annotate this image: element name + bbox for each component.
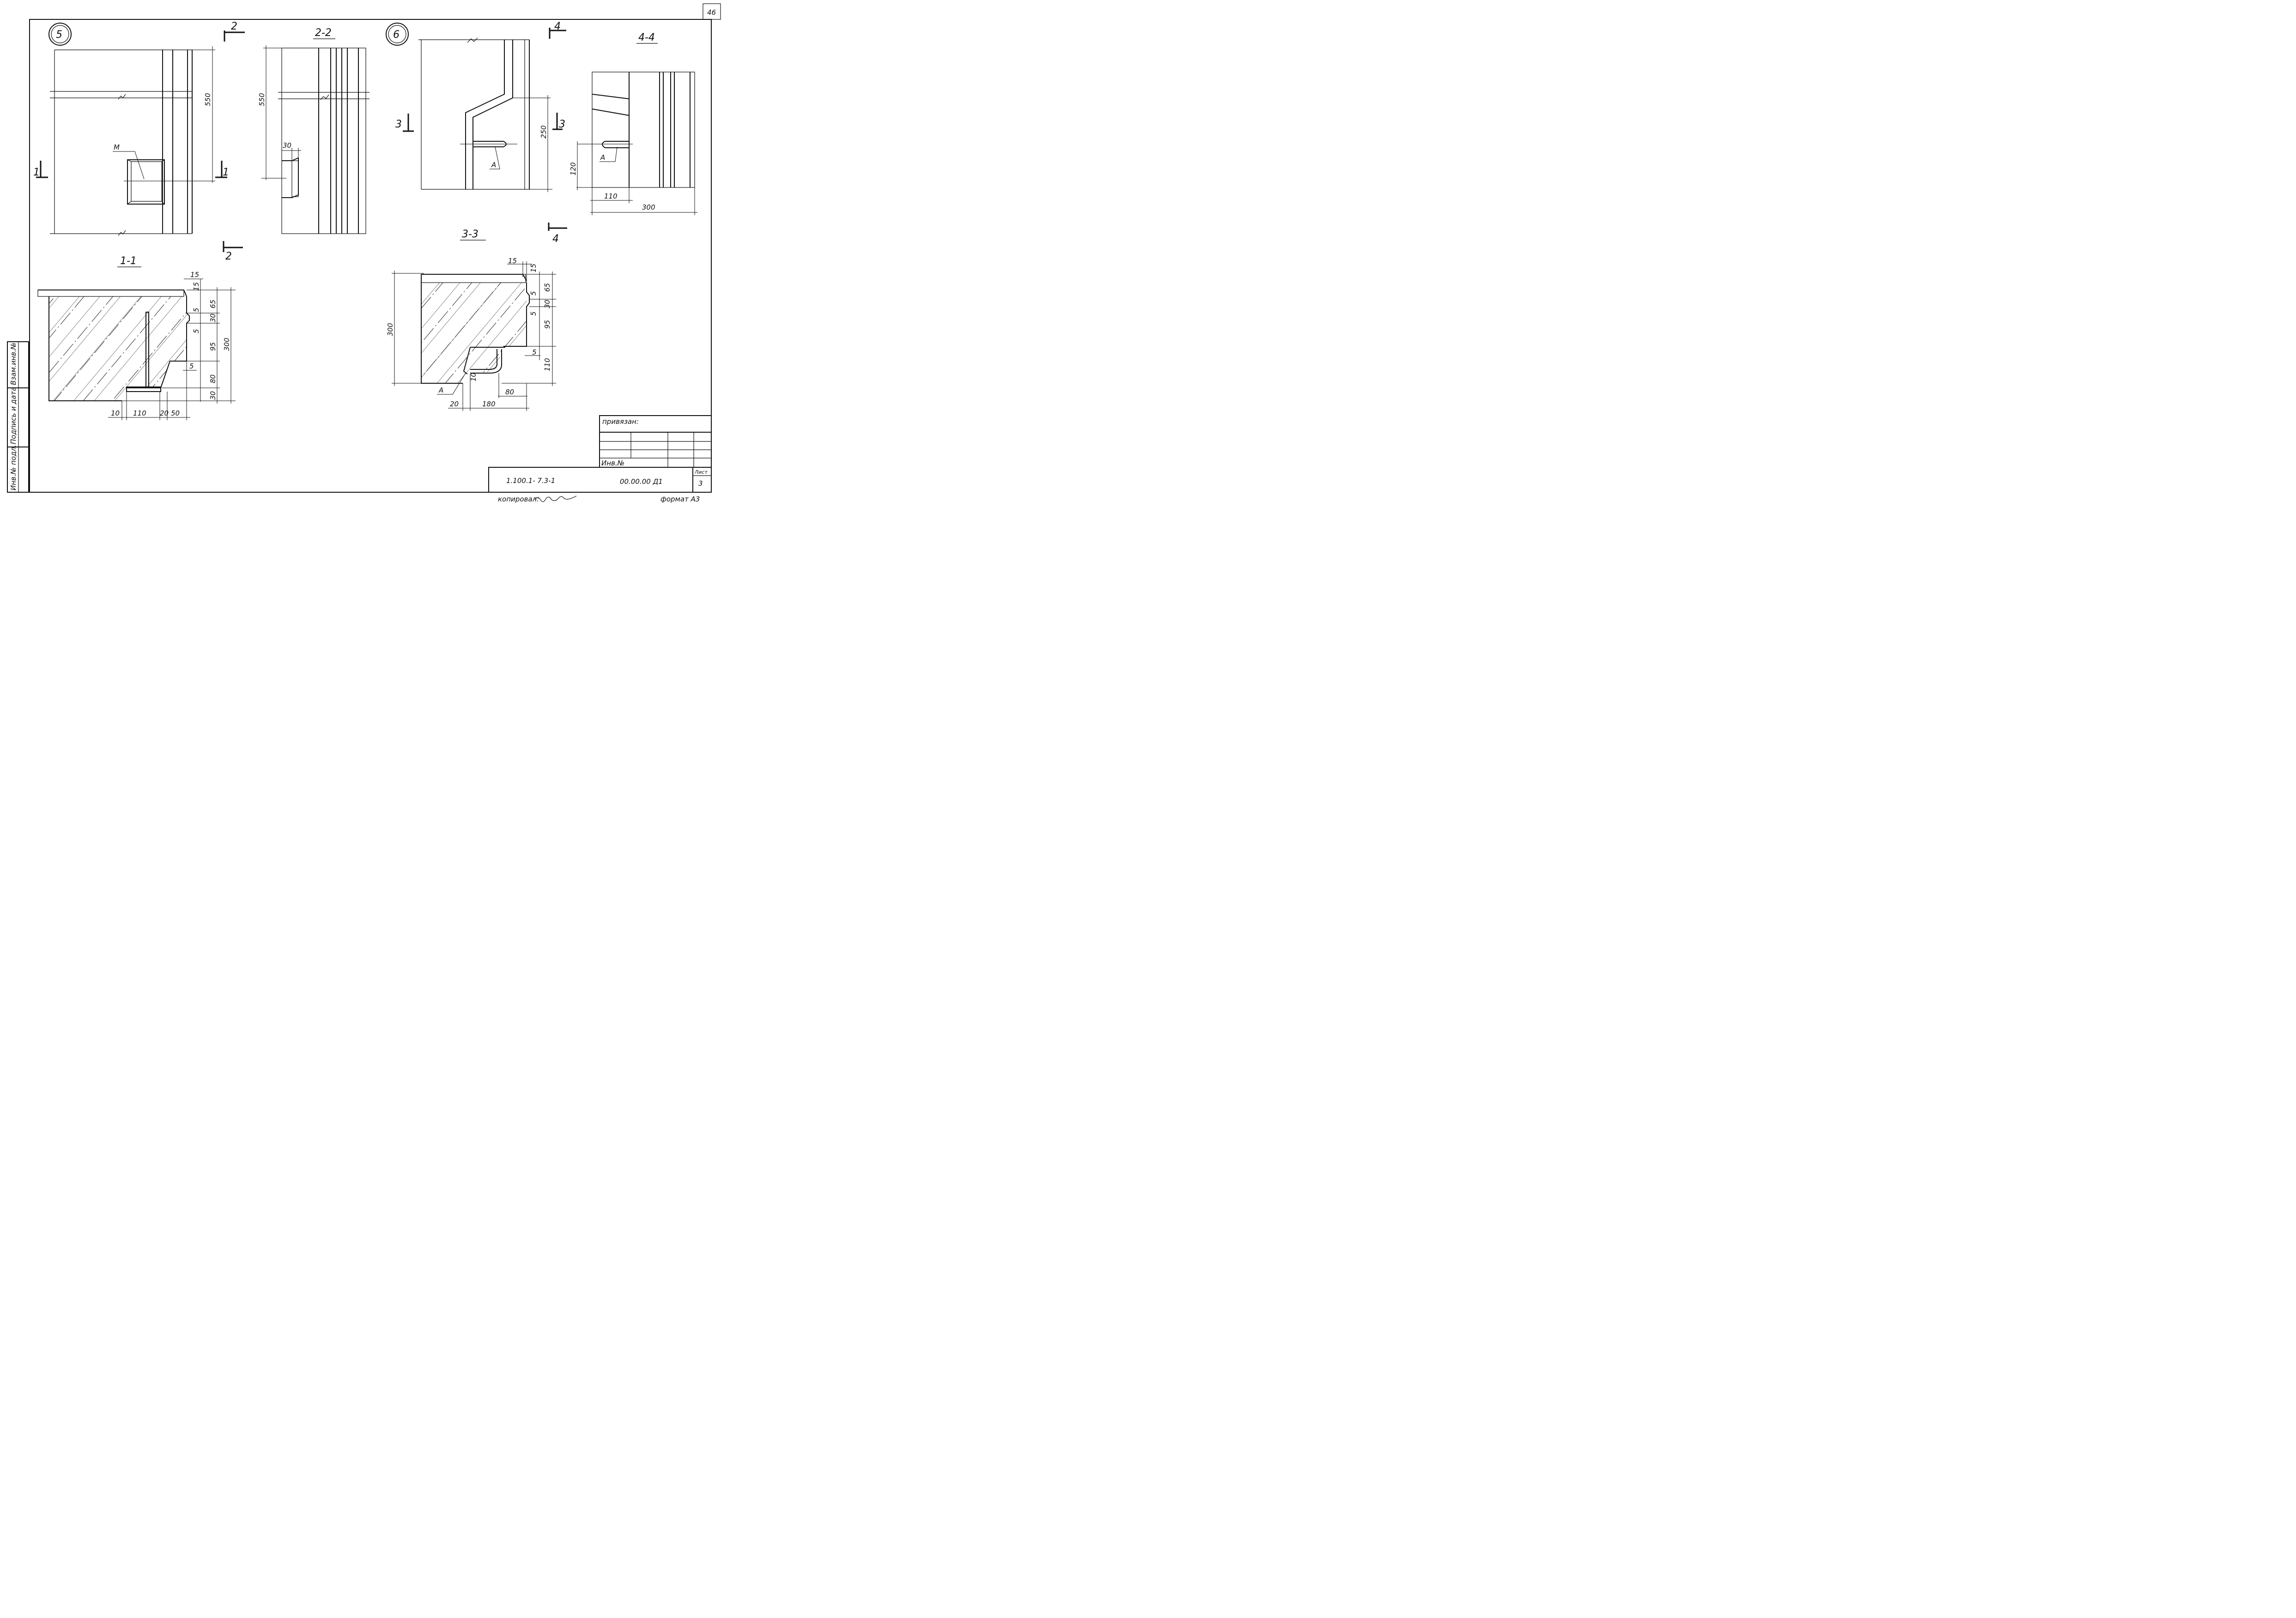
node-5-cut1-right: 1 [223,167,229,178]
section-2-2-dim-30: 30 [283,141,291,150]
node-6-cut3-left: 3 [395,119,402,130]
node-5-view: 5 550 М 2 2 1 1 [33,21,245,262]
section-3-3-title: 3-3 [462,229,479,240]
s33-dim-5b: 5 [529,311,538,316]
s33-dim-15b: 15 [529,264,538,272]
copied-label: копировал: [498,495,539,503]
node-5-circle [48,23,72,46]
node-6-circle [386,23,409,46]
s33-dim-300: 300 [386,323,394,336]
section-2-2-dim-550: 550 [258,93,266,106]
title-block-sheet-number: 3 [698,479,703,488]
section-4-4-dim-120: 120 [569,162,577,175]
node-6-marker-a: А [491,161,496,169]
side-stamp: Взам.инв.№ Подпись и дата Инв.№ подл. [7,341,29,493]
s11-dim-15b: 15 [192,282,200,291]
title-block-designation: 1.100.1- 7.3-1 [506,477,555,485]
s33-dim-80: 80 [505,388,514,396]
node-6-cut4-top: 4 [554,21,561,32]
section-4-4-dim-110: 110 [604,192,618,200]
page-number: 46 [707,8,716,17]
s33-dim-65: 65 [543,283,551,292]
node-5-dim-550: 550 [204,93,212,106]
section-2-2: 2-2 550 30 [258,27,370,234]
section-3-3-dims-bottom: А 10 80 20 180 [437,373,529,411]
s11-dim-5b: 5 [192,329,200,333]
s11-dim-30a: 30 [209,314,217,322]
s11-dim-30b: 30 [209,391,217,400]
title-block-bound-label: привязан: [602,417,639,426]
section-1-1-dims-bottom: 10 110 20 50 [108,361,190,420]
s11-dim-110: 110 [133,409,146,417]
s33-dim-20: 20 [450,400,459,408]
node-5-cut2-bottom: 2 [225,251,232,262]
format-label: формат А3 [660,495,700,503]
s33-dim-180: 180 [482,400,496,408]
title-block-inv-label: Инв.№ [601,459,624,467]
section-2-2-title: 2-2 [315,27,332,39]
node-6-view: 6 А 250 4 4 3 3 [386,21,567,245]
s33-dim-95: 95 [543,320,551,329]
s11-dim-5c: 5 [189,362,194,370]
s33-dim-5c: 5 [532,348,537,356]
copied-signature [534,495,577,502]
section-1-1-title: 1-1 [120,255,137,267]
side-stamp-inv: Инв.№ подл. [9,445,18,490]
s11-dim-50: 50 [171,409,180,417]
node-5-number: 5 [56,29,62,41]
section-4-4: 4-4 А 120 110 300 [569,32,697,215]
drawing-sheet: 46 5 550 М 2 2 [7,3,721,503]
node-6-cut3-right: 3 [559,119,565,130]
sheet-footer: копировал: формат А3 [498,495,700,503]
node-6-dim-250: 250 [539,125,548,139]
s11-dim-15a: 15 [190,271,199,279]
s11-dim-95: 95 [209,342,217,351]
s11-dim-65: 65 [209,300,217,308]
sheet-frame: 46 [29,3,721,493]
title-block-sheet-label: Лист [694,469,708,475]
section-4-4-marker-a: А [600,153,605,162]
node-5-cut2-top: 2 [231,21,237,32]
title-block: привязан: Инв.№ 1.100.1- 7.3-1 00.00.00 … [488,415,712,493]
s33-dim-30: 30 [543,300,551,308]
s11-dim-80: 80 [209,374,217,383]
title-block-code: 00.00.00 Д1 [620,477,663,486]
s11-dim-10: 10 [111,409,120,417]
section-3-3: 3-3 15 15 300 65 5 30 5 [386,229,556,411]
section-1-1-dims-right: 15 15 65 5 30 5 95 300 5 80 30 [122,271,236,404]
side-stamp-sign-date: Подпись и дата [9,387,18,444]
section-4-4-dim-300: 300 [642,203,655,211]
s33-dim-10: 10 [469,373,478,381]
s11-dim-20: 20 [160,409,169,417]
section-4-4-title: 4-4 [638,32,655,43]
section-3-3-dims-right: 65 5 30 5 95 5 110 [502,272,556,386]
node-5-cut1-left: 1 [33,167,40,178]
s11-dim-300: 300 [223,338,231,351]
node-6-cut4-bottom: 4 [552,233,559,245]
node-6-number: 6 [393,29,400,41]
s33-dim-5a: 5 [529,291,538,296]
s33-marker-a: А [438,386,443,394]
side-stamp-replace: Взам.инв.№ [9,343,18,385]
s33-dim-15a: 15 [508,257,517,265]
s33-dim-110: 110 [543,358,551,371]
section-1-1: 1-1 15 15 65 5 30 5 95 300 5 [37,255,236,420]
s11-dim-5a: 5 [192,308,200,312]
node-5-marker: М [114,143,120,151]
